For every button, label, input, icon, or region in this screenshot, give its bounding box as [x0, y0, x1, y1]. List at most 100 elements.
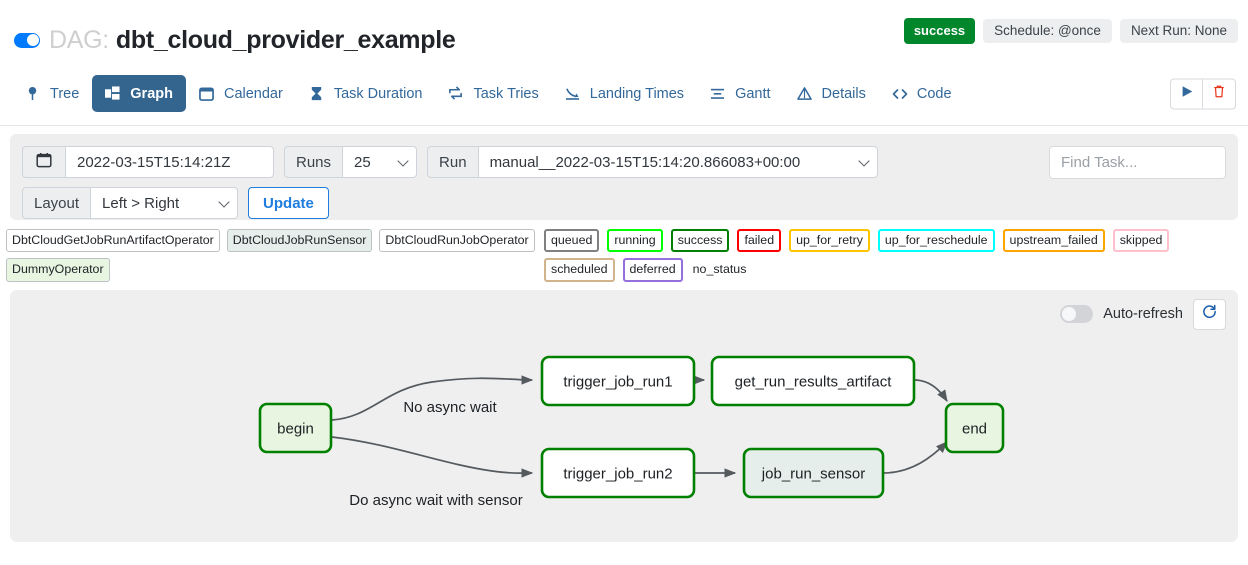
state-chip-scheduled[interactable]: scheduled: [544, 258, 615, 282]
code-icon: [892, 85, 909, 102]
tab-graph[interactable]: Graph: [92, 75, 186, 112]
dag-graph-svg: No async wait Do async wait with sensor …: [258, 355, 1005, 509]
tab-calendar[interactable]: Calendar: [186, 75, 296, 112]
base-date-group: 2022-03-15T15:14:21Z: [22, 146, 274, 178]
state-chip-skipped[interactable]: skipped: [1112, 229, 1170, 253]
node-label: get_run_results_artifact: [735, 373, 893, 390]
refresh-button[interactable]: [1193, 298, 1226, 330]
base-date-input[interactable]: 2022-03-15T15:14:21Z: [66, 146, 274, 178]
view-tabbar: Tree Graph Calendar Task Duration Task T…: [0, 62, 1248, 126]
node-label: job_run_sensor: [761, 465, 865, 482]
state-chip-up-for-retry[interactable]: up_for_retry: [789, 229, 870, 253]
state-chip-failed[interactable]: failed: [737, 229, 782, 253]
retry-icon: [448, 85, 465, 102]
tab-code[interactable]: Code: [879, 75, 965, 112]
tab-label: Landing Times: [589, 85, 685, 102]
page-header: DAG: dbt_cloud_provider_example success …: [0, 0, 1248, 62]
graph-node-trigger-job-run1[interactable]: trigger_job_run1: [540, 355, 696, 407]
landing-times-icon: [565, 85, 582, 102]
tab-label: Task Duration: [333, 85, 423, 102]
edge-label-no-async-wait: No async wait: [403, 399, 497, 416]
node-label: trigger_job_run2: [563, 465, 672, 482]
node-label: begin: [277, 420, 314, 437]
calendar-icon: [199, 85, 216, 102]
runs-label: Runs: [284, 146, 344, 178]
graph-canvas[interactable]: Auto-refresh No async wait Do async wait…: [10, 289, 1238, 542]
graph-node-job-run-sensor[interactable]: job_run_sensor: [742, 447, 885, 499]
operator-chip[interactable]: DummyOperator: [6, 258, 110, 282]
layout-select[interactable]: Left > Right: [91, 187, 239, 219]
filter-row-primary: 2022-03-15T15:14:21Z Runs 25 Run manual_…: [22, 146, 1226, 178]
node-label: end: [962, 420, 987, 437]
runs-group: Runs 25: [284, 146, 418, 178]
delete-dag-button[interactable]: [1203, 78, 1236, 109]
operator-chip[interactable]: DbtCloudGetJobRunArtifactOperator: [6, 229, 220, 253]
tab-label: Tree: [50, 85, 80, 102]
state-chip-upstream-failed[interactable]: upstream_failed: [1002, 229, 1105, 253]
graph-node-begin[interactable]: begin: [258, 402, 333, 454]
state-chip-running[interactable]: running: [607, 229, 663, 253]
graph-node-trigger-job-run2[interactable]: trigger_job_run2: [540, 447, 696, 499]
schedule-badge[interactable]: Schedule: @once: [983, 18, 1112, 44]
operator-legend: DbtCloudGetJobRunArtifactOperator DbtClo…: [6, 229, 536, 282]
gantt-icon: [710, 85, 727, 102]
auto-refresh-toggle[interactable]: [1060, 305, 1094, 324]
tab-landing-times[interactable]: Landing Times: [552, 75, 697, 112]
operator-chip[interactable]: DbtCloudRunJobOperator: [379, 229, 535, 253]
state-chip-deferred[interactable]: deferred: [622, 258, 683, 282]
filter-panel: 2022-03-15T15:14:21Z Runs 25 Run manual_…: [10, 134, 1238, 220]
dag-prefix-label: DAG:: [49, 25, 109, 54]
trigger-dag-button[interactable]: [1170, 78, 1203, 109]
next-run-badge: Next Run: None: [1119, 18, 1238, 44]
graph-edge-labels: No async wait Do async wait with sensor: [349, 399, 522, 509]
operator-chip[interactable]: DbtCloudJobRunSensor: [226, 229, 373, 253]
state-chip-up-for-reschedule[interactable]: up_for_reschedule: [877, 229, 995, 253]
dag-pause-toggle[interactable]: [14, 32, 40, 48]
hourglass-icon: [309, 85, 326, 102]
triangle-icon: [796, 85, 814, 102]
header-badges: success Schedule: @once Next Run: None: [903, 18, 1238, 44]
run-label: Run: [427, 146, 479, 178]
layout-group: Layout Left > Right: [22, 187, 239, 219]
graph-node-end[interactable]: end: [944, 402, 1005, 454]
node-label: trigger_job_run1: [563, 373, 672, 390]
tab-details[interactable]: Details: [784, 75, 879, 112]
state-chip-success[interactable]: success: [670, 229, 730, 253]
calendar-picker-button[interactable]: [22, 146, 66, 178]
status-badge: success: [903, 18, 976, 44]
legend-bar: DbtCloudGetJobRunArtifactOperator DbtClo…: [0, 220, 1248, 282]
dag-run-select[interactable]: manual__2022-03-15T15:14:20.866083+00:00: [478, 146, 878, 178]
tab-tree[interactable]: Tree: [12, 75, 92, 112]
dag-action-buttons: [1170, 78, 1236, 109]
edge-begin-to-trigger1: [331, 375, 534, 421]
layout-label: Layout: [22, 187, 92, 219]
tab-label: Code: [916, 85, 952, 102]
num-runs-select[interactable]: 25: [343, 146, 418, 178]
search-input[interactable]: Find Task...: [1049, 146, 1226, 179]
tree-icon: [25, 85, 42, 102]
edge-sensor-to-end: [882, 440, 948, 474]
page-title: dbt_cloud_provider_example: [115, 25, 456, 54]
tab-label: Details: [821, 85, 866, 102]
graph-node-get-run-results-artifact[interactable]: get_run_results_artifact: [710, 355, 916, 407]
tab-task-duration[interactable]: Task Duration: [296, 75, 436, 112]
tab-label: Gantt: [735, 85, 771, 102]
graph-edges: [331, 375, 948, 478]
calendar-icon: [36, 152, 52, 172]
state-chip-queued[interactable]: queued: [544, 229, 600, 253]
tab-label: Calendar: [223, 85, 283, 102]
update-button[interactable]: Update: [248, 187, 329, 219]
tab-task-tries[interactable]: Task Tries: [435, 75, 551, 112]
auto-refresh-label: Auto-refresh: [1103, 306, 1183, 323]
edge-artifact-to-end: [913, 378, 948, 402]
tab-label: Graph: [130, 85, 173, 102]
state-legend: queued running success failed up_for_ret…: [536, 229, 1242, 282]
play-icon: [1180, 84, 1194, 103]
state-chip-no-status[interactable]: no_status: [692, 262, 747, 277]
run-group: Run manual__2022-03-15T15:14:20.866083+0…: [427, 146, 878, 178]
edge-begin-to-trigger2: [331, 435, 534, 478]
graph-icon: [105, 85, 122, 102]
tab-gantt[interactable]: Gantt: [697, 75, 783, 112]
trash-icon: [1212, 84, 1226, 103]
graph-toolbar: Auto-refresh: [1060, 298, 1226, 330]
